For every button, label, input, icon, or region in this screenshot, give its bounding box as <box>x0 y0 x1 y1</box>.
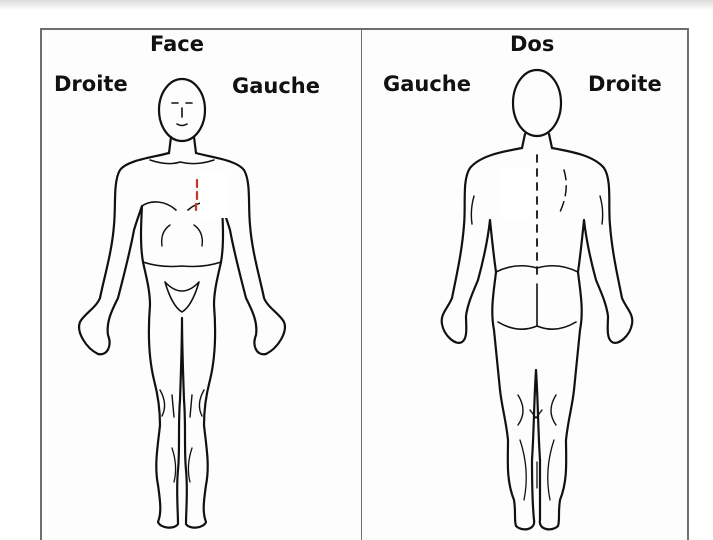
back-redacted-patch <box>501 168 531 218</box>
back-buttocks <box>498 284 576 329</box>
back-calves <box>520 440 554 500</box>
back-head <box>513 70 561 136</box>
